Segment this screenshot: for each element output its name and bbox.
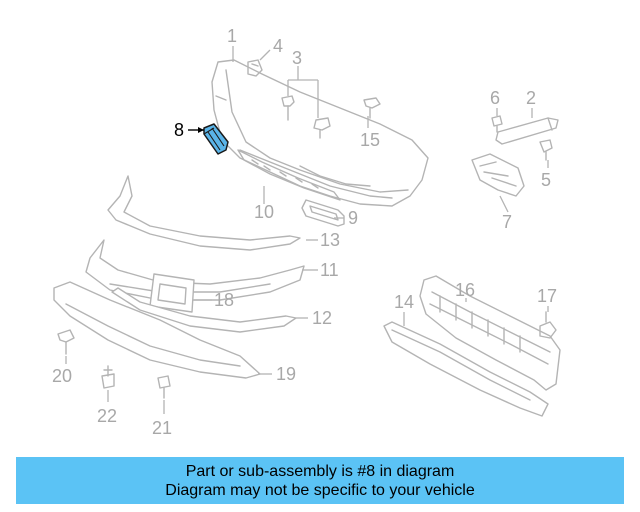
callout-15: 15 <box>360 130 380 150</box>
screw-part-6 <box>491 115 503 133</box>
callout-3: 3 <box>292 48 302 68</box>
fasteners-part-3 <box>281 95 331 139</box>
side-bracket-part-2 <box>495 117 559 145</box>
callout-10: 10 <box>254 202 274 222</box>
plate-bracket-part-18 <box>149 273 195 313</box>
push-clip-part-15 <box>363 97 381 119</box>
lower-grille-part <box>237 149 341 201</box>
banner-line-disclaimer: Diagram may not be specific to your vehi… <box>165 481 475 499</box>
callout-2: 2 <box>526 88 536 108</box>
fog-cover-part-9 <box>301 199 345 227</box>
absorber-part-16 <box>419 275 561 391</box>
callout-16: 16 <box>455 280 475 300</box>
callout-17: 17 <box>537 286 557 306</box>
bolt-part-5 <box>539 139 553 161</box>
lower-strip-part-12 <box>111 287 297 333</box>
leader-lines <box>65 46 549 414</box>
callout-4: 4 <box>273 36 283 56</box>
part-8-highlight <box>203 123 229 155</box>
callout-6: 6 <box>490 88 500 108</box>
banner-line-part-number: Part or sub-assembly is #8 in diagram <box>185 462 455 480</box>
leader-line-8 <box>188 127 204 133</box>
nut-part-17 <box>539 311 557 339</box>
callout-12: 12 <box>312 308 332 328</box>
callout-7: 7 <box>502 212 512 232</box>
impact-bar-part-14 <box>383 321 549 417</box>
callout-19: 19 <box>276 364 296 384</box>
callout-21: 21 <box>152 418 172 438</box>
callout-1: 1 <box>227 26 237 46</box>
info-banner: Part or sub-assembly is #8 in diagram Di… <box>16 457 624 504</box>
callout-14: 14 <box>394 292 414 312</box>
rivet-part-22 <box>101 365 115 389</box>
callout-18: 18 <box>214 290 234 310</box>
clip-part-20 <box>57 329 75 355</box>
deflector-part-19 <box>53 281 261 379</box>
parts-diagram: 1 4 3 15 6 2 5 7 8 10 9 13 11 18 12 19 2… <box>52 26 561 438</box>
callout-20: 20 <box>52 366 72 386</box>
callout-5: 5 <box>541 170 551 190</box>
callout-8: 8 <box>174 120 184 140</box>
strip-part-13 <box>107 175 301 251</box>
screw-part-21 <box>157 375 171 399</box>
callout-22: 22 <box>97 406 117 426</box>
clip-part-4 <box>247 59 263 77</box>
bracket-part-7 <box>471 153 525 197</box>
callout-11: 11 <box>320 260 339 280</box>
callout-9: 9 <box>348 208 358 228</box>
callout-13: 13 <box>320 230 340 250</box>
